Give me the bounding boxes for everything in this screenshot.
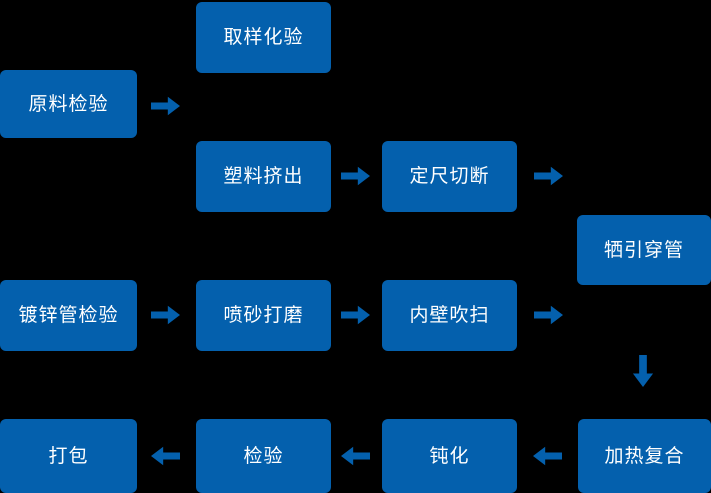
arrow-extrusion-to-cut-icon — [341, 165, 370, 187]
node-label-inner-wall-blow: 内壁吹扫 — [409, 304, 490, 326]
node-label-inspection: 检验 — [243, 444, 284, 467]
arrow-galvanized-to-sand-icon — [151, 304, 180, 326]
arrow-blow-to-down-icon — [534, 304, 563, 326]
node-sampling-test[interactable]: 取样化验 — [196, 2, 331, 73]
node-heat-compounding[interactable]: 加热复合 — [578, 419, 711, 493]
node-label-sandblast-grind: 喷砂打磨 — [223, 304, 304, 326]
node-packaging[interactable]: 打包 — [0, 419, 137, 493]
node-label-packaging: 打包 — [48, 444, 89, 467]
arrow-cut-to-pull-icon — [534, 165, 563, 187]
node-passivation[interactable]: 钝化 — [382, 419, 517, 493]
node-label-plastic-extrusion: 塑料挤出 — [223, 165, 304, 187]
arrow-raw-to-sampling-icon — [151, 95, 180, 117]
arrow-passivation-to-insp-icon — [341, 445, 370, 467]
node-pull-through-pipe[interactable]: 牺引穿管 — [577, 215, 711, 285]
arrow-heat-to-passivation-icon — [533, 445, 562, 467]
node-raw-material-check[interactable]: 原料检验 — [0, 70, 137, 138]
node-inspection[interactable]: 检验 — [196, 419, 331, 493]
node-label-heat-compounding: 加热复合 — [604, 444, 685, 467]
node-label-raw-material-check: 原料检验 — [28, 92, 109, 115]
node-galvanized-check[interactable]: 镀锌管检验 — [0, 280, 137, 351]
arrow-sand-to-blow-icon — [341, 304, 370, 326]
node-label-passivation: 钝化 — [429, 444, 470, 467]
node-label-sampling-test: 取样化验 — [223, 26, 304, 48]
node-label-pull-through-pipe: 牺引穿管 — [603, 238, 684, 261]
node-plastic-extrusion[interactable]: 塑料挤出 — [196, 141, 331, 212]
node-fixed-length-cut[interactable]: 定尺切断 — [382, 141, 517, 212]
node-sandblast-grind[interactable]: 喷砂打磨 — [196, 280, 331, 351]
node-label-galvanized-check: 镀锌管检验 — [18, 304, 119, 326]
arrow-pull-to-heat-icon — [631, 355, 655, 387]
node-label-fixed-length-cut: 定尺切断 — [409, 165, 490, 187]
arrow-insp-to-packaging-icon — [151, 445, 180, 467]
node-inner-wall-blow[interactable]: 内壁吹扫 — [382, 280, 517, 351]
